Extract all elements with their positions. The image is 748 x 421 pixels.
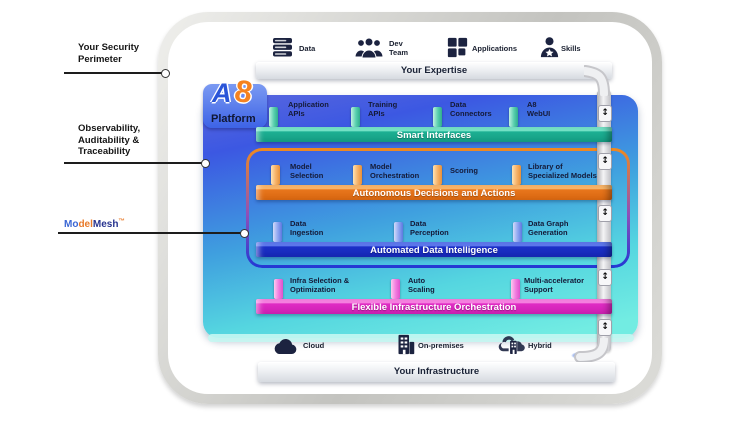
cloud-icon <box>272 338 299 355</box>
shelf1-item-data-connectors: Data Connectors <box>450 100 492 118</box>
shelf-peg <box>433 165 442 185</box>
updown-arrow-icon: ↕ <box>598 319 612 336</box>
modelmesh-label: ModelMesh™ <box>64 218 125 230</box>
shelf-peg <box>271 165 280 185</box>
pipe-elbow-top <box>584 65 610 96</box>
smart-interfaces-bar: Smart Interfaces <box>256 127 612 142</box>
security-perimeter-label: Your Security Perimeter <box>78 42 140 65</box>
top-row-label-skills: Skills <box>561 44 581 53</box>
shelf1-item-a8-webui: A8 WebUI <box>527 100 551 118</box>
infrastructure-bar: Your Infrastructure <box>258 362 615 382</box>
applications-icon <box>447 37 468 58</box>
observability-pointer-dot <box>201 159 210 168</box>
shelf-peg <box>391 279 400 299</box>
shelf-peg <box>511 279 520 299</box>
shelf1-item-training-apis: Training APIs <box>368 100 398 118</box>
team-icon <box>354 36 384 59</box>
shelf3-item-data-perception: Data Perception <box>410 219 449 237</box>
shelf-peg <box>273 222 282 242</box>
shelf4-item-auto-scaling: Auto Scaling <box>408 276 435 294</box>
updown-arrow-icon: ↕ <box>598 205 612 222</box>
observability-pointer-line <box>64 162 204 164</box>
shelf3-item-data-graph: Data Graph Generation <box>528 219 569 237</box>
shelf-peg <box>512 165 521 185</box>
flexible-infrastructure-bar: Flexible Infrastructure Orchestration <box>256 299 612 314</box>
pipe-elbow-bottom <box>574 338 608 363</box>
shelf-peg <box>394 222 403 242</box>
database-icon <box>271 38 294 57</box>
shelf4-item-multi-accelerator: Multi-accelerator Support <box>524 276 585 294</box>
modelmesh-part3: Mesh <box>92 219 119 230</box>
observability-label: Observability, Auditability & Traceabili… <box>78 123 141 157</box>
top-row-label-dev-team: Dev Team <box>389 39 409 57</box>
bottom-row-label-cloud: Cloud <box>303 341 325 350</box>
top-row-label-applications: Applications <box>472 44 518 53</box>
autonomous-decisions-bar: Autonomous Decisions and Actions <box>256 185 612 200</box>
shelf2-item-scoring: Scoring <box>450 166 478 175</box>
shelf-peg <box>513 222 522 242</box>
shelf3-item-data-ingestion: Data Ingestion <box>290 219 324 237</box>
automated-data-intelligence-bar: Automated Data Intelligence <box>256 242 612 257</box>
shelf-peg <box>433 107 442 127</box>
expertise-bar: Your Expertise <box>256 62 612 79</box>
shelf2-item-model-orchestration: Model Orchestration <box>370 162 420 180</box>
hybrid-icon <box>498 335 525 355</box>
shelf-peg <box>351 107 360 127</box>
shelf-peg <box>509 107 518 127</box>
skills-icon <box>538 36 561 59</box>
shelf4-item-infra-selection: Infra Selection & Optimization <box>290 276 350 294</box>
building-icon <box>395 334 416 355</box>
modelmesh-pointer-line <box>58 232 242 234</box>
shelf-peg <box>269 107 278 127</box>
modelmesh-part1: Mo <box>64 219 79 230</box>
shelf-peg <box>274 279 283 299</box>
shelf1-item-application-apis: Application APIs <box>288 100 329 118</box>
security-perimeter-pointer-dot <box>161 69 170 78</box>
top-row-label-data: Data <box>299 44 316 53</box>
logo-letter-a: A <box>212 78 232 108</box>
platform-label: Platform <box>211 113 256 125</box>
modelmesh-trademark: ™ <box>118 218 125 225</box>
updown-arrow-icon: ↕ <box>598 153 612 170</box>
shelf2-item-model-selection: Model Selection <box>290 162 324 180</box>
updown-arrow-icon: ↕ <box>598 269 612 286</box>
shelf-peg <box>353 165 362 185</box>
platform-base-edge <box>208 334 634 342</box>
modelmesh-part2: del <box>78 219 93 230</box>
bottom-row-label-on-premises: On-premises <box>418 341 464 350</box>
security-perimeter-pointer-line <box>64 72 164 74</box>
shelf2-item-library-models: Library of Specialized Models <box>528 162 597 180</box>
modelmesh-pointer-dot <box>240 229 249 238</box>
bottom-row-label-hybrid: Hybrid <box>528 341 552 350</box>
logo-tab <box>203 84 267 128</box>
updown-arrow-icon: ↕ <box>598 105 612 122</box>
